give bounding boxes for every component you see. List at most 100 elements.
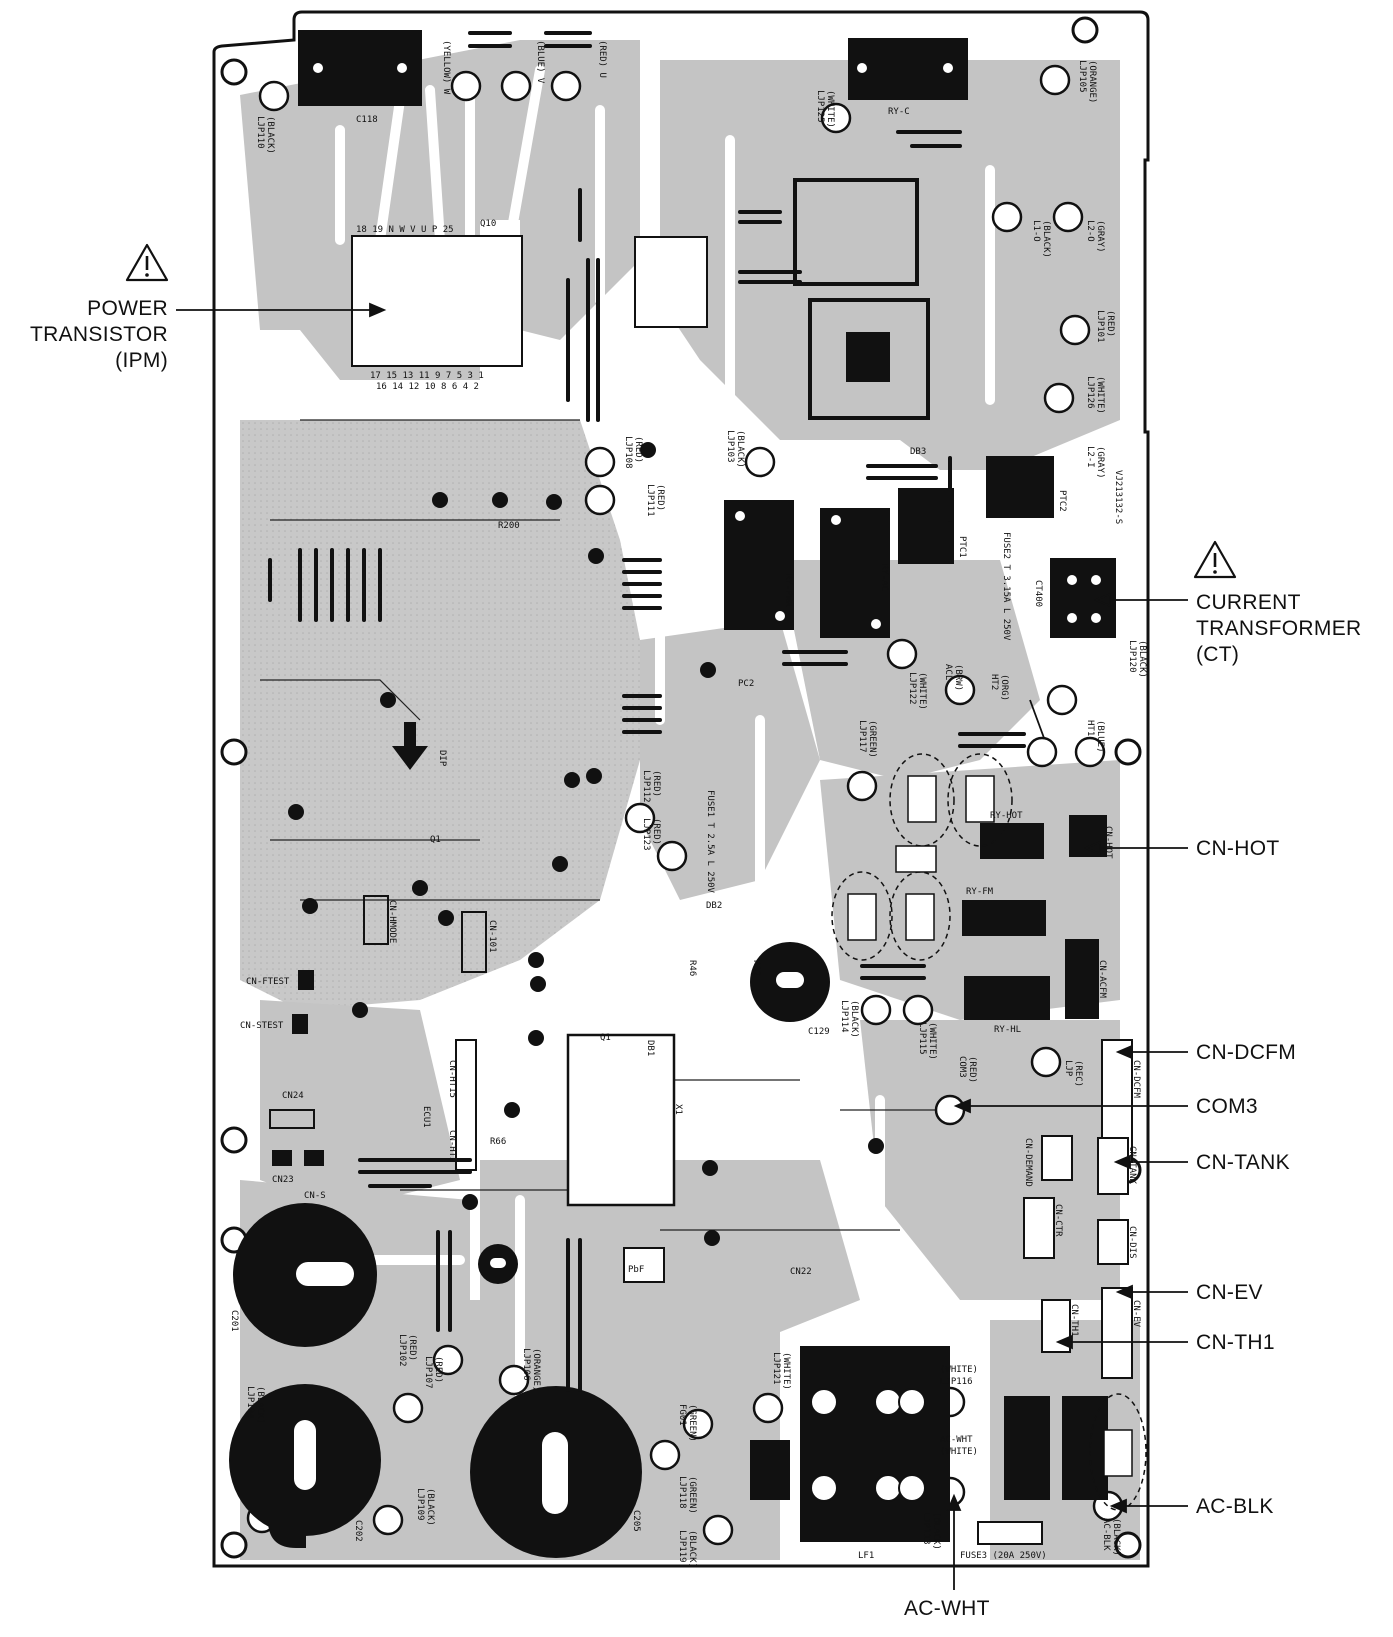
lead-ref: LJP112	[641, 770, 651, 803]
lead-color: (GREEN)	[867, 720, 877, 758]
connector-label: CN-HMODE	[387, 900, 397, 943]
lead-color: (BLACK)	[687, 1530, 697, 1568]
lead-ref: L2-I	[1085, 446, 1095, 468]
lead-color: (WHITE)	[917, 672, 927, 710]
callout-ipm-line: POWER	[87, 297, 168, 320]
ic-ref: X1	[673, 1104, 683, 1115]
diode-bridge-top	[793, 178, 919, 286]
cap-ref: C202	[353, 1520, 363, 1542]
cap-ref: C205	[631, 1510, 641, 1532]
pbf-box	[623, 1247, 665, 1283]
connector-label: CN24	[282, 1091, 304, 1101]
bridge-label-db3: DB3	[910, 447, 926, 457]
lead-color: (BLACK)	[1041, 220, 1051, 258]
lead-terminal	[1059, 314, 1091, 346]
lead-terminal	[860, 994, 892, 1026]
lead-terminal	[846, 770, 878, 802]
lead-terminal	[1074, 736, 1106, 768]
relay-ry-hl	[964, 976, 1050, 1020]
lead-color: (BLACK)	[1137, 640, 1147, 678]
callout-cn-tank: CN-TANK	[1196, 1151, 1290, 1174]
res-ref: R46	[687, 960, 697, 976]
lead-color: (RED)	[1105, 310, 1115, 337]
lead-color: (BLACK)	[1111, 1518, 1121, 1556]
lead-color: (GRAY)	[1095, 446, 1105, 479]
lead-color: (RED)	[407, 1334, 417, 1361]
lead-terminal	[1039, 64, 1071, 96]
lead-color: (GREEN)	[687, 1476, 697, 1514]
callout-com3: COM3	[1196, 1095, 1258, 1118]
relay-ptc1	[898, 488, 954, 564]
warning-triangle-icon	[1193, 540, 1237, 579]
callout-ct: CURRENT TRANSFORMER (CT)	[1196, 590, 1361, 668]
lead-ref: LJP122	[907, 672, 917, 705]
connector-label: CN-DIS	[1127, 1226, 1137, 1259]
relays-center	[724, 456, 1108, 1500]
lead-terminal	[1043, 382, 1075, 414]
lead-ref: LJP	[1063, 1060, 1073, 1077]
res-ref: R32	[751, 960, 761, 976]
lead-terminal	[432, 1344, 464, 1376]
lead-ref: LJP114	[839, 1000, 849, 1033]
filter-label: LF1	[858, 1551, 874, 1561]
relay-zn-2	[1062, 1396, 1108, 1500]
callout-cn-dcfm: CN-DCFM	[1196, 1041, 1297, 1064]
connector-label: CN-CTR	[1053, 1204, 1063, 1237]
lead-ref: LJP111	[645, 484, 655, 517]
lead-ref: HT2	[989, 674, 999, 690]
lead-color: (BLUE)	[1095, 720, 1105, 753]
lead-color: (ORANGE)	[531, 1348, 541, 1391]
mounting-hole	[220, 738, 248, 766]
pbf-label: PbF	[628, 1265, 644, 1275]
connector-label: CN-TANK	[1127, 1146, 1137, 1185]
lead-ref: LJP117	[857, 720, 867, 753]
lead-terminal	[372, 1504, 404, 1536]
diode-bridge-db1	[566, 1033, 676, 1207]
relay-ry-pwr	[724, 500, 794, 630]
cap-ref: C118	[356, 115, 378, 125]
varistor-znr5	[889, 753, 955, 847]
ptc-label: PTC1	[957, 536, 967, 558]
left-connectors	[272, 970, 324, 1166]
relay-ry-fm	[962, 900, 1046, 936]
connector-label: CN-HT15	[447, 1060, 457, 1098]
relay-zn-1	[1004, 1396, 1050, 1500]
connector-cn-tank	[1097, 1137, 1129, 1195]
ipm-pins-top: 18 19 N W V U P 25	[356, 225, 454, 235]
lead-terminal	[584, 446, 616, 478]
lead-color: (RED)	[433, 1356, 443, 1383]
bridge-label-db2: DB2	[706, 901, 722, 911]
diode-bridge-db3	[808, 298, 930, 420]
connector-cn-ev	[1101, 1287, 1133, 1379]
dip-label: DIP	[437, 750, 447, 767]
cap-ref: C129	[808, 1027, 830, 1037]
lead-ref: LJP116	[940, 1377, 973, 1387]
lead-terminal	[656, 840, 688, 872]
ic-ref: Q1	[430, 835, 441, 845]
part-number: VJ213132-S	[1113, 470, 1123, 524]
lead-terminal	[682, 1408, 714, 1440]
relay-label: RY-PWR	[783, 574, 793, 607]
ipm-pins-bottom: 17 15 13 11 9 7 5 3 1	[370, 371, 484, 381]
ptc-label: PTC2	[1057, 490, 1067, 512]
lead-color: (BLACK)	[735, 430, 745, 468]
ipm-outline	[351, 235, 523, 367]
ic-ref: Q1	[600, 1033, 611, 1043]
ipm-ref: Q10	[480, 219, 496, 229]
varistor-znr7	[1089, 1393, 1147, 1511]
connector-label: CN-101	[487, 920, 497, 953]
dip-arrow	[392, 722, 428, 770]
callout-ac-blk: AC-BLK	[1196, 1495, 1274, 1518]
lead-color: (BLACK)	[255, 1386, 265, 1424]
lead-color: (REC)	[1073, 1060, 1083, 1087]
lead-labels: (BLACK) LJP110 (ORANGE) LJP105 (WHITE) L…	[245, 60, 1147, 1568]
lead-ref: LJP121	[771, 1352, 781, 1385]
fuse-2-label: FUSE2 T 3.15A L 250V	[1001, 532, 1011, 641]
connector-cn-s	[304, 1150, 324, 1166]
lead-ref: ACL	[943, 664, 953, 680]
callout-ipm-line: TRANSISTOR	[30, 323, 168, 346]
lead-color: (RED)	[651, 770, 661, 797]
connector-label: CN22	[790, 1267, 812, 1277]
callout-leaders	[176, 302, 1188, 1590]
lead-ref: LJP101	[1095, 310, 1105, 343]
